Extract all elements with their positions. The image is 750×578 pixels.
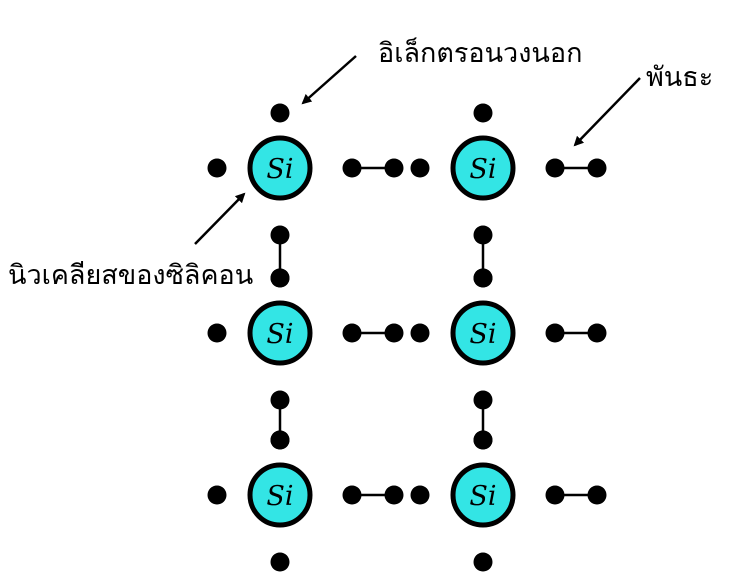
electron-dots bbox=[207, 103, 607, 572]
atom-symbol: Si bbox=[469, 154, 496, 185]
electron-dot bbox=[270, 390, 290, 410]
electron-dot bbox=[384, 485, 404, 505]
electron-dot bbox=[587, 323, 607, 343]
electron-dot bbox=[473, 430, 493, 450]
silicon-nucleus bbox=[450, 135, 516, 201]
electron-dot bbox=[410, 158, 430, 178]
electron-dot bbox=[342, 323, 362, 343]
silicon-nucleus-label: นิวเคลียสของซิลิคอน bbox=[8, 260, 254, 291]
electron-dot bbox=[270, 552, 290, 572]
valence-electron-arrow bbox=[301, 55, 357, 105]
electron-dot bbox=[473, 225, 493, 245]
bond-label: พันธะ bbox=[646, 62, 714, 93]
electron-dot bbox=[473, 390, 493, 410]
electron-dot bbox=[270, 430, 290, 450]
silicon-nucleus bbox=[247, 462, 313, 528]
silicon-nucleus bbox=[450, 300, 516, 366]
electron-dot bbox=[473, 268, 493, 288]
electron-dot bbox=[342, 158, 362, 178]
electron-dot bbox=[207, 485, 227, 505]
electron-dot bbox=[342, 485, 362, 505]
electron-dot bbox=[545, 158, 565, 178]
electron-dot bbox=[410, 323, 430, 343]
electron-dot bbox=[270, 268, 290, 288]
electron-dot bbox=[384, 323, 404, 343]
electron-dot bbox=[545, 485, 565, 505]
atom-symbol: Si bbox=[266, 319, 293, 350]
nucleus-arrow bbox=[194, 192, 246, 245]
atom-symbol: Si bbox=[266, 481, 293, 512]
electron-dot bbox=[270, 225, 290, 245]
valence-electron-label: อิเล็กตรอนวงนอก bbox=[378, 38, 583, 69]
electron-dot bbox=[384, 158, 404, 178]
electron-dot bbox=[473, 552, 493, 572]
label-arrows bbox=[194, 55, 641, 245]
electron-dot bbox=[473, 103, 493, 123]
electron-dot bbox=[587, 485, 607, 505]
electron-dot bbox=[207, 323, 227, 343]
bond-arrow bbox=[573, 77, 641, 147]
atom-symbol: Si bbox=[469, 319, 496, 350]
electron-dot bbox=[207, 158, 227, 178]
silicon-nucleus bbox=[247, 300, 313, 366]
electron-dot bbox=[270, 103, 290, 123]
silicon-nucleus bbox=[450, 462, 516, 528]
silicon-nucleus bbox=[247, 135, 313, 201]
electron-dot bbox=[587, 158, 607, 178]
atom-symbol: Si bbox=[469, 481, 496, 512]
electron-dot bbox=[545, 323, 565, 343]
electron-dot bbox=[410, 485, 430, 505]
atom-symbol: Si bbox=[266, 154, 293, 185]
